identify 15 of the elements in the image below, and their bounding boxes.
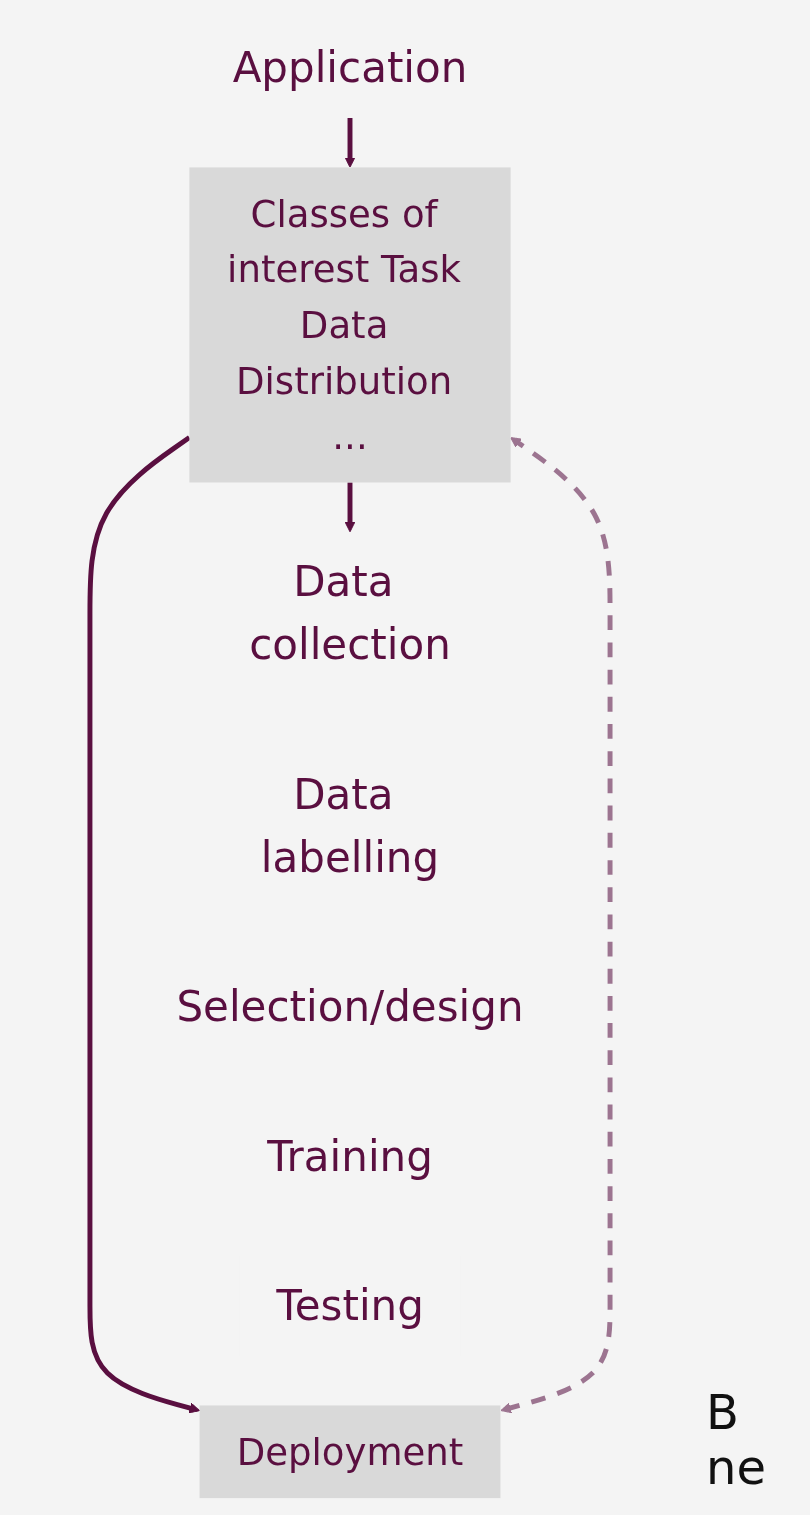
arrow <box>87 434 201 1413</box>
cut-off-text: ne <box>706 1439 767 1495</box>
node-box <box>199 1404 501 1498</box>
node-text: Application <box>232 42 468 92</box>
node-text: Data labelling <box>260 768 440 882</box>
arrow <box>344 481 356 532</box>
cut-off-text: B <box>706 1384 740 1440</box>
node-box <box>189 166 511 482</box>
flowchart-drawing: Application Classes of interest Task Data Distribution ... Data collection Data labelling Selection/design Training Testing Deployment <box>0 7 700 1508</box>
node-text: Training <box>267 1130 433 1181</box>
arrow <box>500 436 613 1413</box>
node-text: Data collection <box>249 556 451 669</box>
arrow <box>344 117 356 168</box>
node-text: Selection/design <box>176 981 524 1031</box>
node-text: Testing <box>276 1280 424 1330</box>
